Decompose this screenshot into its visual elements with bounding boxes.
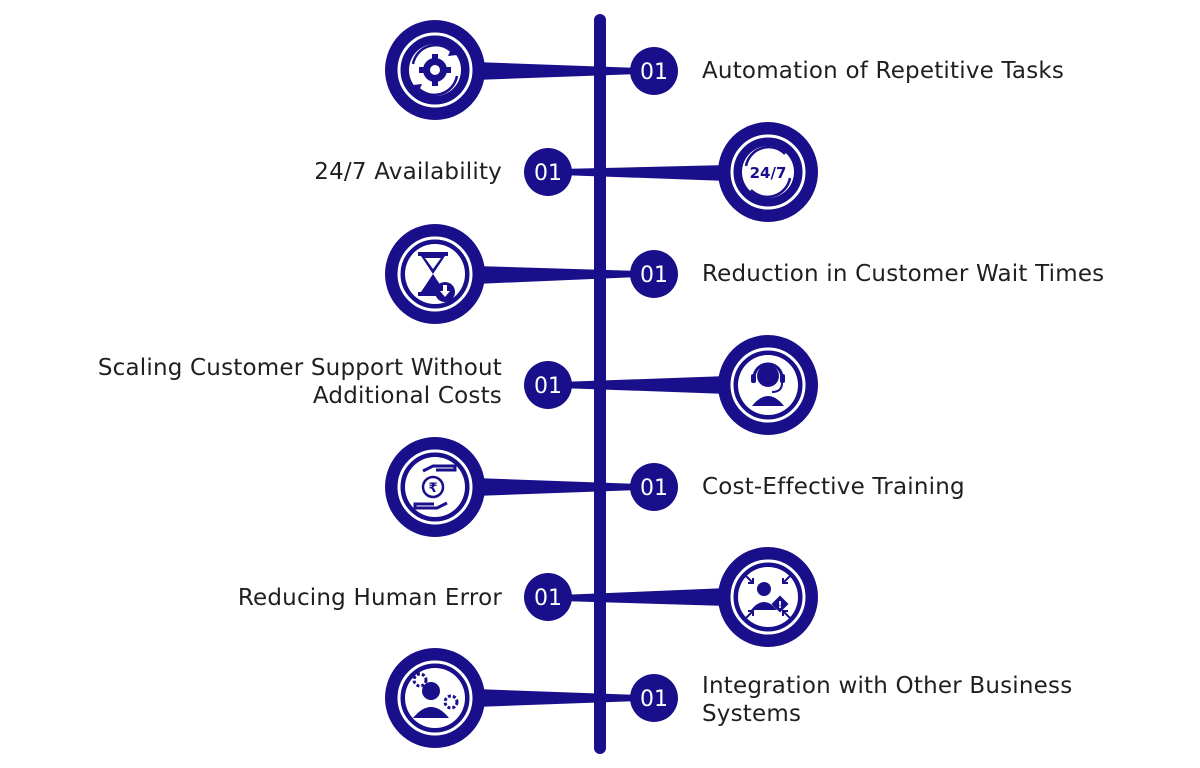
badge-number: 01 bbox=[534, 374, 562, 399]
timeline-item-1: 01 bbox=[385, 20, 678, 120]
connector bbox=[560, 165, 728, 181]
badge bbox=[630, 674, 678, 722]
badge bbox=[524, 361, 572, 409]
item-label-human-error: Reducing Human Error bbox=[237, 585, 502, 611]
icon-ring bbox=[397, 449, 473, 525]
label-line-2: Systems bbox=[702, 701, 802, 727]
icon-ring bbox=[397, 32, 473, 108]
connector bbox=[560, 588, 728, 606]
badge-number: 01 bbox=[534, 586, 562, 611]
headset-agent-icon bbox=[738, 355, 798, 415]
user-gears-icon bbox=[405, 668, 465, 728]
user-error-icon: ! bbox=[738, 567, 798, 627]
icon-text: 24/7 bbox=[750, 164, 787, 182]
hourglass-icon bbox=[405, 244, 465, 304]
badge-number: 01 bbox=[640, 687, 668, 712]
timeline-item-2: 24/7 01 bbox=[524, 122, 818, 222]
item-label-integration: Integration with Other Business Systems bbox=[702, 672, 1172, 728]
badge-number: 01 bbox=[640, 263, 668, 288]
connector bbox=[475, 266, 640, 284]
connector bbox=[475, 62, 640, 80]
gear-cycle-icon bbox=[409, 43, 461, 97]
badge-number: 01 bbox=[534, 161, 562, 186]
item-label-training: Cost-Effective Training bbox=[702, 474, 965, 500]
badge-number: 01 bbox=[640, 60, 668, 85]
24-7-icon: 24/7 bbox=[742, 145, 794, 199]
item-label-availability: 24/7 Availability bbox=[314, 159, 502, 185]
timeline-item-4: 01 bbox=[524, 335, 818, 435]
timeline-item-7: 01 bbox=[385, 648, 678, 748]
label-line-1: Integration with Other Business bbox=[702, 673, 1073, 699]
item-label-wait-times: Reduction in Customer Wait Times bbox=[702, 261, 1105, 287]
icon-ring bbox=[730, 347, 806, 423]
connector bbox=[560, 376, 728, 394]
connector bbox=[475, 689, 640, 707]
badge-number: 01 bbox=[640, 476, 668, 501]
icon-text: ₹ bbox=[428, 481, 437, 496]
timeline-item-5: ₹ 01 bbox=[385, 437, 678, 537]
icon-ring bbox=[397, 660, 473, 736]
icon-ring bbox=[397, 236, 473, 312]
item-label-scaling-support: Scaling Customer Support Without Additio… bbox=[22, 354, 502, 410]
timeline-item-6: ! 01 bbox=[524, 547, 818, 647]
rupee-hands-icon: ₹ bbox=[405, 457, 465, 517]
timeline-item-3: 01 bbox=[385, 224, 678, 324]
badge bbox=[524, 148, 572, 196]
badge bbox=[630, 250, 678, 298]
icon-text: ! bbox=[778, 600, 783, 611]
connector bbox=[475, 478, 640, 496]
item-label-automation: Automation of Repetitive Tasks bbox=[702, 58, 1065, 84]
badge bbox=[524, 573, 572, 621]
badge bbox=[630, 463, 678, 511]
badge bbox=[630, 47, 678, 95]
icon-ring bbox=[730, 559, 806, 635]
label-line-2: Additional Costs bbox=[312, 383, 502, 409]
icon-ring bbox=[730, 134, 806, 210]
label-line-1: Scaling Customer Support Without bbox=[97, 355, 502, 381]
